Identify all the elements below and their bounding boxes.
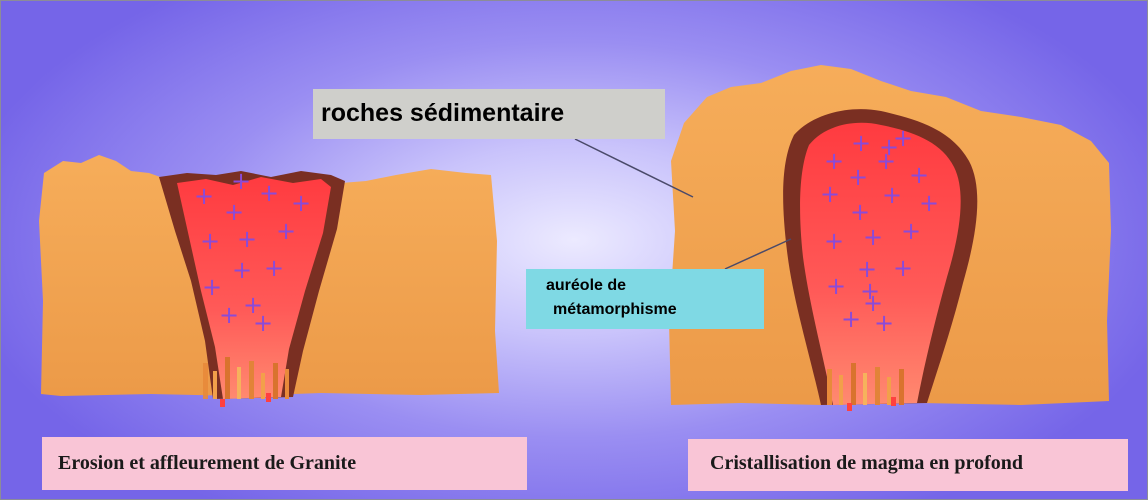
granite-cross-symbol: + (219, 301, 239, 329)
granite-cross-symbol: + (901, 217, 921, 245)
granite-cross-symbol: + (232, 256, 252, 284)
granite-cross-symbol: + (200, 227, 220, 255)
granite-cross-symbol: + (863, 289, 883, 317)
granite-cross-symbol: + (826, 272, 846, 300)
right-block-depth (669, 65, 1111, 411)
granite-cross-symbol: + (824, 227, 844, 255)
granite-cross-symbol: + (876, 147, 896, 175)
granite-cross-symbol: + (893, 254, 913, 282)
granite-cross-symbol: + (848, 163, 868, 191)
caption-erosion: Erosion et affleurement de Granite (42, 437, 527, 490)
granite-cross-symbol: + (850, 198, 870, 226)
caption-crystallisation: Cristallisation de magma en profond (688, 439, 1128, 491)
granite-cross-symbol: + (237, 225, 257, 253)
aureole-label-line2: métamorphisme (546, 298, 764, 322)
granite-cross-symbol: + (863, 223, 883, 251)
granite-cross-symbol: + (276, 217, 296, 245)
granite-cross-symbol: + (231, 167, 251, 195)
granite-cross-symbol: + (291, 189, 311, 217)
granite-cross-symbol: + (259, 179, 279, 207)
granite-cross-symbol: + (919, 189, 939, 217)
granite-cross-symbol: + (202, 273, 222, 301)
granite-cross-symbol: + (243, 291, 263, 319)
granite-cross-symbol: + (824, 147, 844, 175)
granite-cross-symbol: + (909, 161, 929, 189)
granite-cross-symbol: + (882, 181, 902, 209)
granite-cross-symbol: + (264, 254, 284, 282)
sedimentary-rock-label: roches sédimentaire (313, 89, 665, 139)
aureole-label-line1: auréole de (546, 274, 764, 298)
granite-cross-symbol: + (224, 198, 244, 226)
granite-cross-symbol: + (851, 129, 871, 157)
granite-cross-symbol: + (194, 182, 214, 210)
aureole-label: auréole de métamorphisme (526, 269, 764, 329)
granite-cross-symbol: + (820, 180, 840, 208)
granite-cross-symbol: + (841, 305, 861, 333)
